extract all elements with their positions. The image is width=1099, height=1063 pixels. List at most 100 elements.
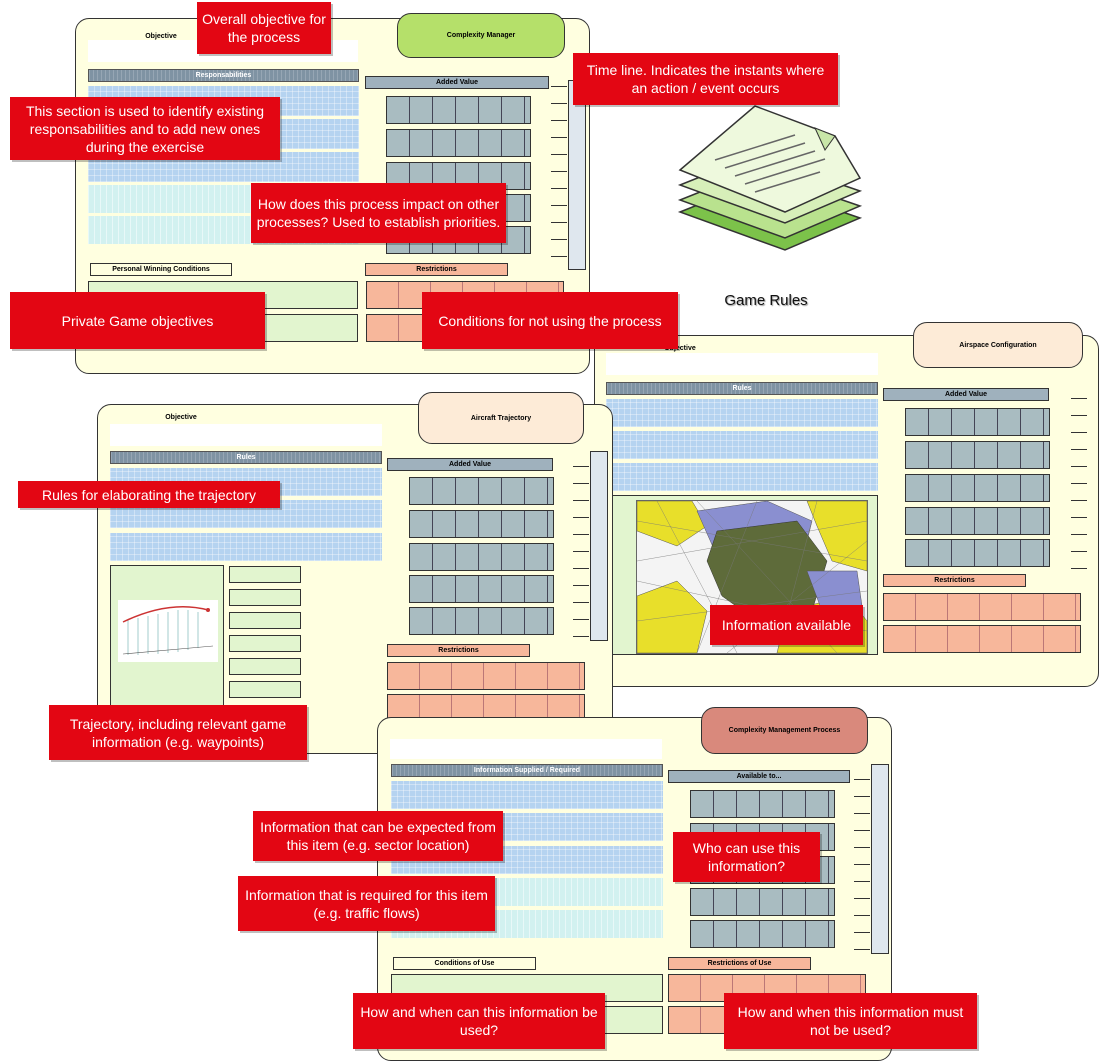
cp-timeline-tick xyxy=(854,898,870,899)
at-waypoint-box[interactable] xyxy=(229,566,301,583)
at-timeline-tick xyxy=(573,619,589,620)
as-restriction-row[interactable] xyxy=(883,625,1081,653)
cm-timeline-tick xyxy=(551,120,567,121)
cp-available-box[interactable] xyxy=(690,920,835,948)
at-added-value-box[interactable] xyxy=(409,575,554,603)
cp-timeline-tick xyxy=(854,932,870,933)
trajectory-3d-image xyxy=(118,600,218,662)
note-how-when: How and when can this information be use… xyxy=(353,993,605,1049)
as-added-value-box[interactable] xyxy=(905,474,1050,502)
cm-timeline-bar[interactable] xyxy=(568,80,586,270)
at-timeline-bar[interactable] xyxy=(590,451,608,641)
note-info-available: Information available xyxy=(710,605,863,645)
cp-title: Complexity Management Process xyxy=(728,727,841,734)
as-timeline-tick xyxy=(1071,398,1087,399)
cm-timeline-tick xyxy=(551,188,567,189)
as-added-value-box[interactable] xyxy=(905,507,1050,535)
cp-timeline-tick xyxy=(854,779,870,780)
at-timeline-tick xyxy=(573,466,589,467)
note-impact: How does this process impact on other pr… xyxy=(251,183,506,243)
as-rules-header: Rules xyxy=(606,382,878,395)
at-waypoint-box[interactable] xyxy=(229,612,301,629)
cp-timeline-tick xyxy=(854,915,870,916)
note-must-not: How and when this information must not b… xyxy=(724,993,977,1049)
at-added-value-header: Added Value xyxy=(387,458,553,471)
as-added-value-box[interactable] xyxy=(905,441,1050,469)
cm-added-value-box[interactable] xyxy=(386,96,531,124)
at-restrictions-header: Restrictions xyxy=(387,644,530,657)
as-objective-field[interactable] xyxy=(606,353,878,375)
as-timeline-tick xyxy=(1071,534,1087,535)
cp-timeline-tick xyxy=(854,847,870,848)
at-restriction-row[interactable] xyxy=(387,662,585,690)
cm-timeline-tick xyxy=(551,137,567,138)
as-timeline-tick xyxy=(1071,483,1087,484)
note-not-using: Conditions for not using the process xyxy=(422,292,678,349)
game-rules-label: Game Rules xyxy=(724,292,808,309)
cm-added-value-box[interactable] xyxy=(386,129,531,157)
at-timeline-tick xyxy=(573,585,589,586)
as-rules-row[interactable] xyxy=(606,463,878,491)
at-title-pill: Aircraft Trajectory xyxy=(418,392,584,444)
as-rules-row[interactable] xyxy=(606,399,878,427)
as-timeline-tick xyxy=(1071,517,1087,518)
as-timeline-tick xyxy=(1071,568,1087,569)
at-waypoint-box[interactable] xyxy=(229,589,301,606)
cp-timeline-tick xyxy=(854,864,870,865)
at-timeline-tick xyxy=(573,517,589,518)
cm-timeline-tick xyxy=(551,171,567,172)
cp-timeline-bar[interactable] xyxy=(871,764,889,954)
cm-timeline-tick xyxy=(551,256,567,257)
cp-timeline-tick xyxy=(854,830,870,831)
cm-timeline-tick xyxy=(551,103,567,104)
at-rules-header: Rules xyxy=(110,451,382,464)
as-timeline-tick xyxy=(1071,432,1087,433)
at-objective-field[interactable] xyxy=(110,424,382,446)
cp-timeline-tick xyxy=(854,949,870,950)
as-rules-row[interactable] xyxy=(606,431,878,459)
as-objective-label: Objective xyxy=(664,345,696,352)
cp-info-row[interactable] xyxy=(391,781,663,809)
cp-info-header: Information Supplied / Required xyxy=(391,764,663,777)
at-added-value-box[interactable] xyxy=(409,477,554,505)
as-added-value-header: Added Value xyxy=(883,388,1049,401)
cm-added-value-header: Added Value xyxy=(365,76,549,89)
note-private: Private Game objectives xyxy=(10,292,265,349)
note-timeline: Time line. Indicates the instants where … xyxy=(573,53,838,105)
as-added-value-box[interactable] xyxy=(905,539,1050,567)
cp-available-box[interactable] xyxy=(690,790,835,818)
cp-objective-field[interactable] xyxy=(390,739,662,759)
cp-available-header: Available to... xyxy=(668,770,850,783)
cp-timeline-tick xyxy=(854,796,870,797)
at-waypoint-box[interactable] xyxy=(229,681,301,698)
at-timeline-tick xyxy=(573,568,589,569)
as-restriction-row[interactable] xyxy=(883,593,1081,621)
cp-available-box[interactable] xyxy=(690,888,835,916)
at-objective-label: Objective xyxy=(165,414,197,421)
as-timeline-tick xyxy=(1071,449,1087,450)
note-trajectory: Trajectory, including relevant game info… xyxy=(49,705,307,760)
as-timeline-tick xyxy=(1071,551,1087,552)
at-added-value-box[interactable] xyxy=(409,543,554,571)
as-added-value-box[interactable] xyxy=(905,408,1050,436)
at-waypoint-box[interactable] xyxy=(229,635,301,652)
cp-restrictions-header: Restrictions of Use xyxy=(668,957,811,970)
at-timeline-tick xyxy=(573,534,589,535)
at-timeline-tick xyxy=(573,551,589,552)
at-timeline-tick xyxy=(573,500,589,501)
cp-timeline-tick xyxy=(854,881,870,882)
at-waypoint-box[interactable] xyxy=(229,658,301,675)
cm-personal-winning-header: Personal Winning Conditions xyxy=(90,263,232,276)
cp-timeline-tick xyxy=(854,813,870,814)
note-rules-trajectory: Rules for elaborating the trajectory xyxy=(18,481,280,508)
cp-conditions-header: Conditions of Use xyxy=(393,957,536,970)
at-added-value-box[interactable] xyxy=(409,510,554,538)
at-rules-row[interactable] xyxy=(110,533,382,561)
cm-title-pill: Complexity Manager xyxy=(397,13,565,58)
note-overall-objective: Overall objective for the process xyxy=(197,2,331,54)
as-timeline-tick xyxy=(1071,415,1087,416)
at-timeline-tick xyxy=(573,636,589,637)
cm-restrictions-header: Restrictions xyxy=(365,263,508,276)
at-added-value-box[interactable] xyxy=(409,607,554,635)
cm-timeline-tick xyxy=(551,154,567,155)
